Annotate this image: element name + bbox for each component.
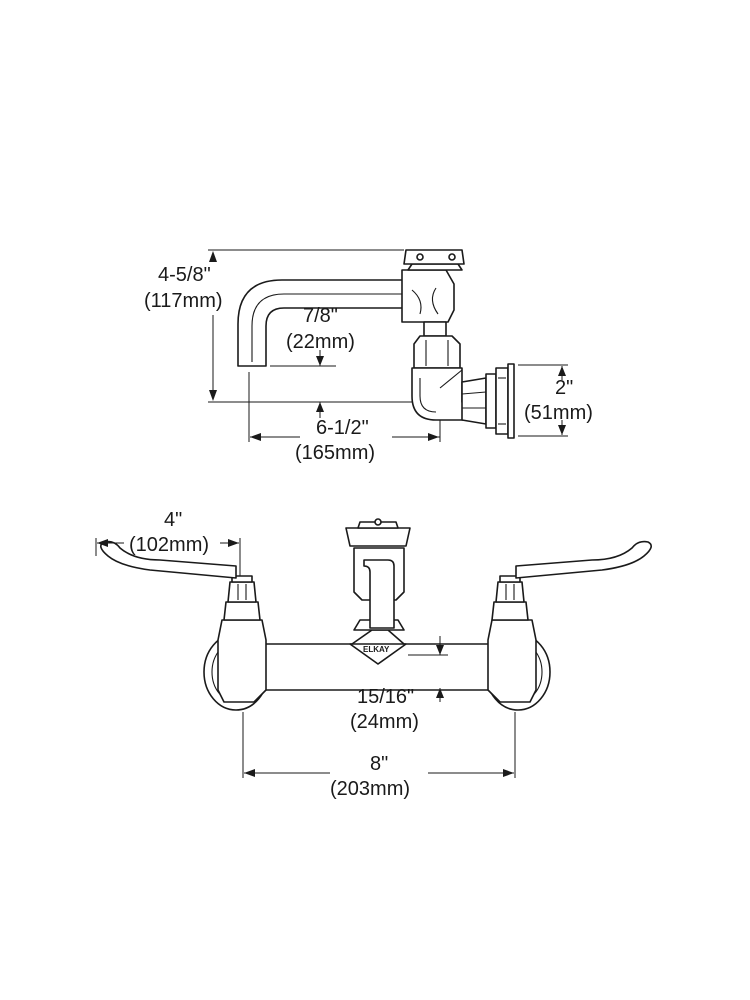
dim-centers-metric: (203mm)	[330, 778, 410, 800]
dim-body-height-imperial: 15/16"	[357, 686, 414, 708]
side-view: 4-5/8" (117mm) 7/8" (22mm) 6-1/2" (165mm…	[144, 249, 593, 464]
dim-spout-tip	[270, 350, 336, 418]
dim-body-height	[408, 636, 448, 702]
side-elbow	[411, 335, 471, 421]
dim-flange-metric: (51mm)	[524, 402, 593, 424]
front-body-bar: ELKAY	[249, 629, 505, 691]
front-left-valve	[217, 575, 267, 703]
dim-centers-imperial: 8"	[370, 753, 388, 775]
dim-reach-imperial: 6-1/2"	[316, 417, 369, 439]
front-right-handle	[515, 540, 652, 579]
front-center-spout	[345, 518, 411, 631]
dim-handle	[95, 538, 241, 576]
dim-flange	[518, 364, 568, 437]
dim-height-metric: (117mm)	[144, 290, 223, 312]
side-valve-body	[401, 249, 465, 337]
dim-reach-metric: (165mm)	[295, 442, 375, 464]
brand-logo: ELKAY	[363, 645, 390, 654]
dim-handle-imperial: 4"	[164, 509, 182, 531]
dim-body-height-metric: (24mm)	[350, 711, 419, 733]
dim-centers	[242, 712, 516, 778]
dim-flange-imperial: 2"	[555, 377, 573, 399]
dim-height-imperial: 4-5/8"	[158, 264, 211, 286]
dim-reach	[248, 372, 441, 442]
front-right-valve	[487, 575, 537, 703]
dim-spout-tip-metric: (22mm)	[286, 331, 355, 353]
side-wall-flange	[461, 363, 515, 439]
dim-height	[208, 249, 412, 403]
dim-handle-metric: (102mm)	[129, 534, 209, 556]
dim-spout-tip-imperial: 7/8"	[303, 305, 338, 327]
front-view: ELKAY	[95, 509, 652, 800]
